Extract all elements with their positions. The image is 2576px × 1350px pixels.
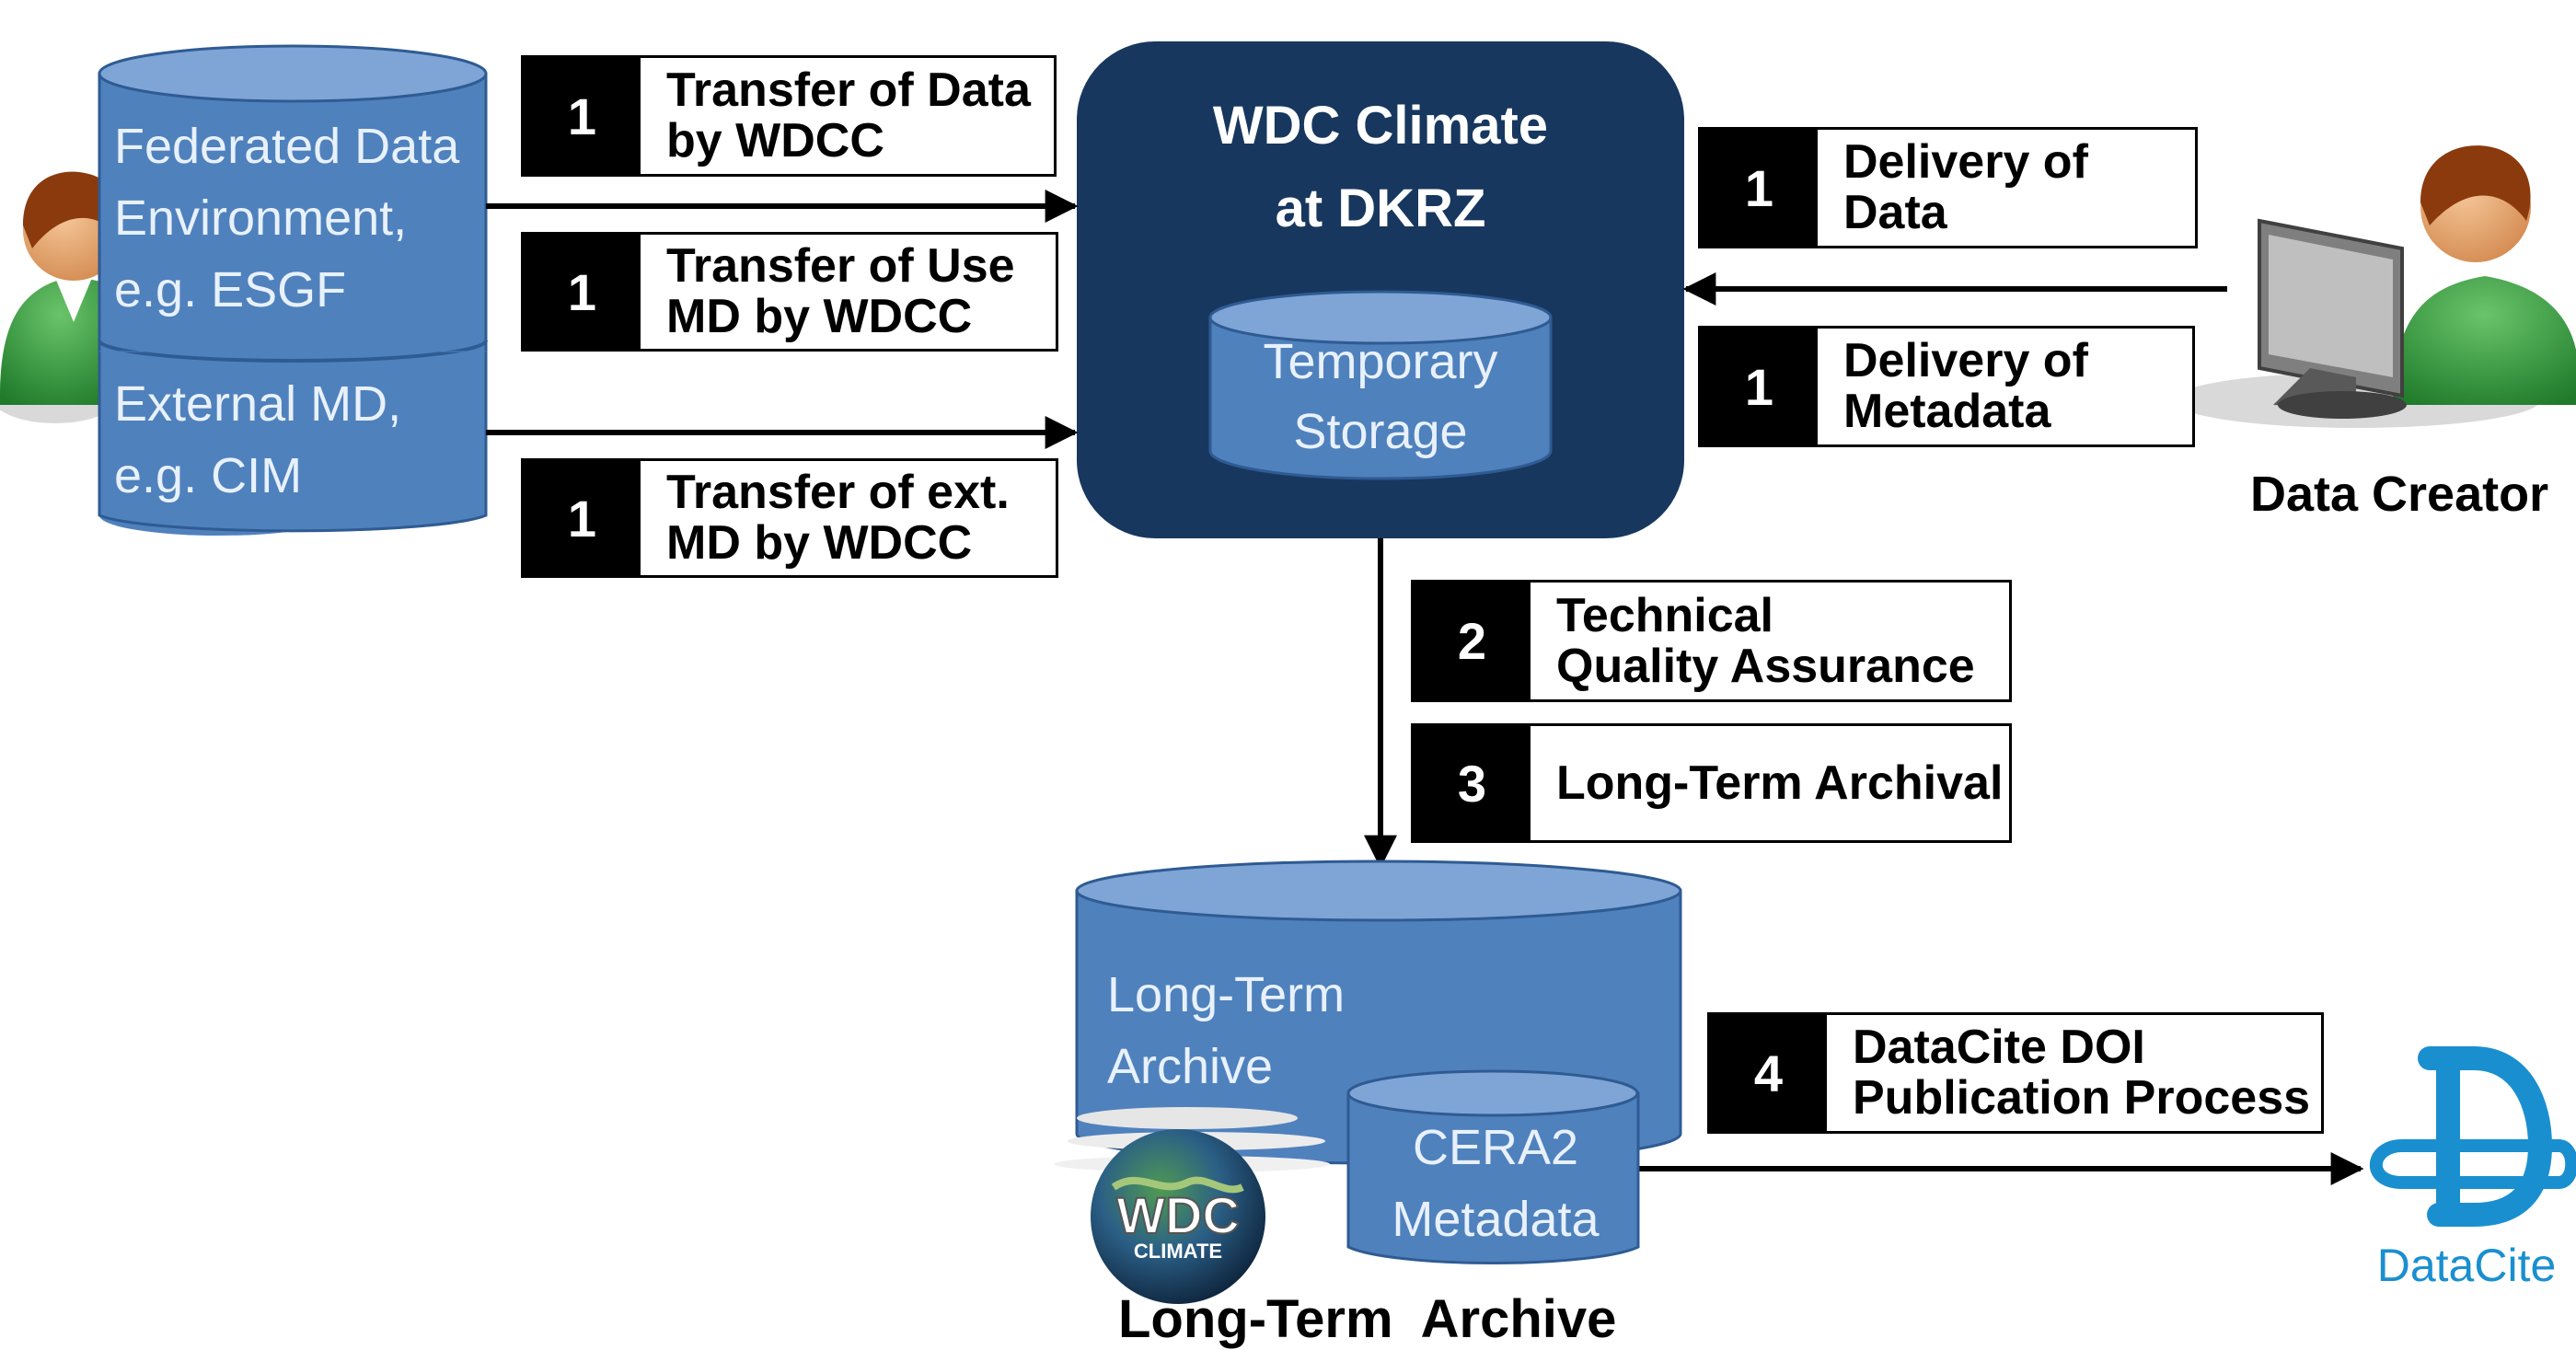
cera2-metadata-label: CERA2 Metadata [1392,1120,1600,1247]
data-creator-caption: Data Creator [2250,467,2549,522]
temporary-storage-label: Temporary Storage [1263,334,1498,459]
step-delivery-data: 1 Delivery of Data [1698,127,2198,248]
step-technical-qa: 2 Technical Quality Assurance [1411,580,2012,702]
cera2-metadata-cylinder [1346,1069,1640,1265]
wdc-climate-title: WDC Climate at DKRZ [1212,96,1549,238]
step-label: Technical Quality Assurance [1556,588,1975,693]
computer-user-icon [2172,145,2576,428]
federated-data-cylinder [98,44,488,536]
step-datacite-doi: 4 DataCite DOI Publication Process [1707,1012,2324,1134]
long-term-archive-caption: Long-Term Archive [1118,1289,1617,1349]
step-label: Transfer of Data by WDCC [666,63,1031,167]
step-transfer-ext-md: 1 Transfer of ext. MD by WDCC [521,458,1058,578]
step-number: 2 [1414,583,1531,699]
step-label: Transfer of Use MD by WDCC [666,239,1015,343]
step-number: 1 [524,235,641,349]
long-term-archive-label: Long-Term Archive [1107,967,1346,1094]
step-number: 1 [524,58,641,174]
step-number: 1 [1701,130,1818,246]
datacite-logo-icon [2369,1046,2576,1227]
step-label: Delivery of Metadata [1843,334,2088,438]
wdc-climate-logo-icon: WDC CLIMATE [1054,1107,1330,1304]
external-md-label: External MD, e.g. CIM [114,376,402,503]
step-transfer-use-md: 1 Transfer of Use MD by WDCC [521,232,1058,352]
step-number: 3 [1414,726,1531,840]
step-number: 4 [1710,1015,1827,1131]
step-long-term-archival: 3 Long-Term Archival [1411,723,2012,843]
federated-data-label: Federated Data Environment, e.g. ESGF [114,119,460,317]
step-number: 1 [1701,329,1818,444]
step-label: Delivery of Data [1843,135,2088,239]
step-number: 1 [524,461,641,575]
step-delivery-metadata: 1 Delivery of Metadata [1698,326,2195,447]
step-label: DataCite DOI Publication Process [1853,1021,2311,1125]
temporary-storage-cylinder [1208,290,1553,480]
step-label: Long-Term Archival [1556,756,2004,810]
step-transfer-data: 1 Transfer of Data by WDCC [521,55,1057,177]
step-label: Transfer of ext. MD by WDCC [666,466,1010,570]
wdc-logo-text: WDC [1116,1186,1240,1244]
wdc-logo-subtext: CLIMATE [1134,1240,1222,1263]
datacite-label: DataCite [2377,1240,2557,1291]
